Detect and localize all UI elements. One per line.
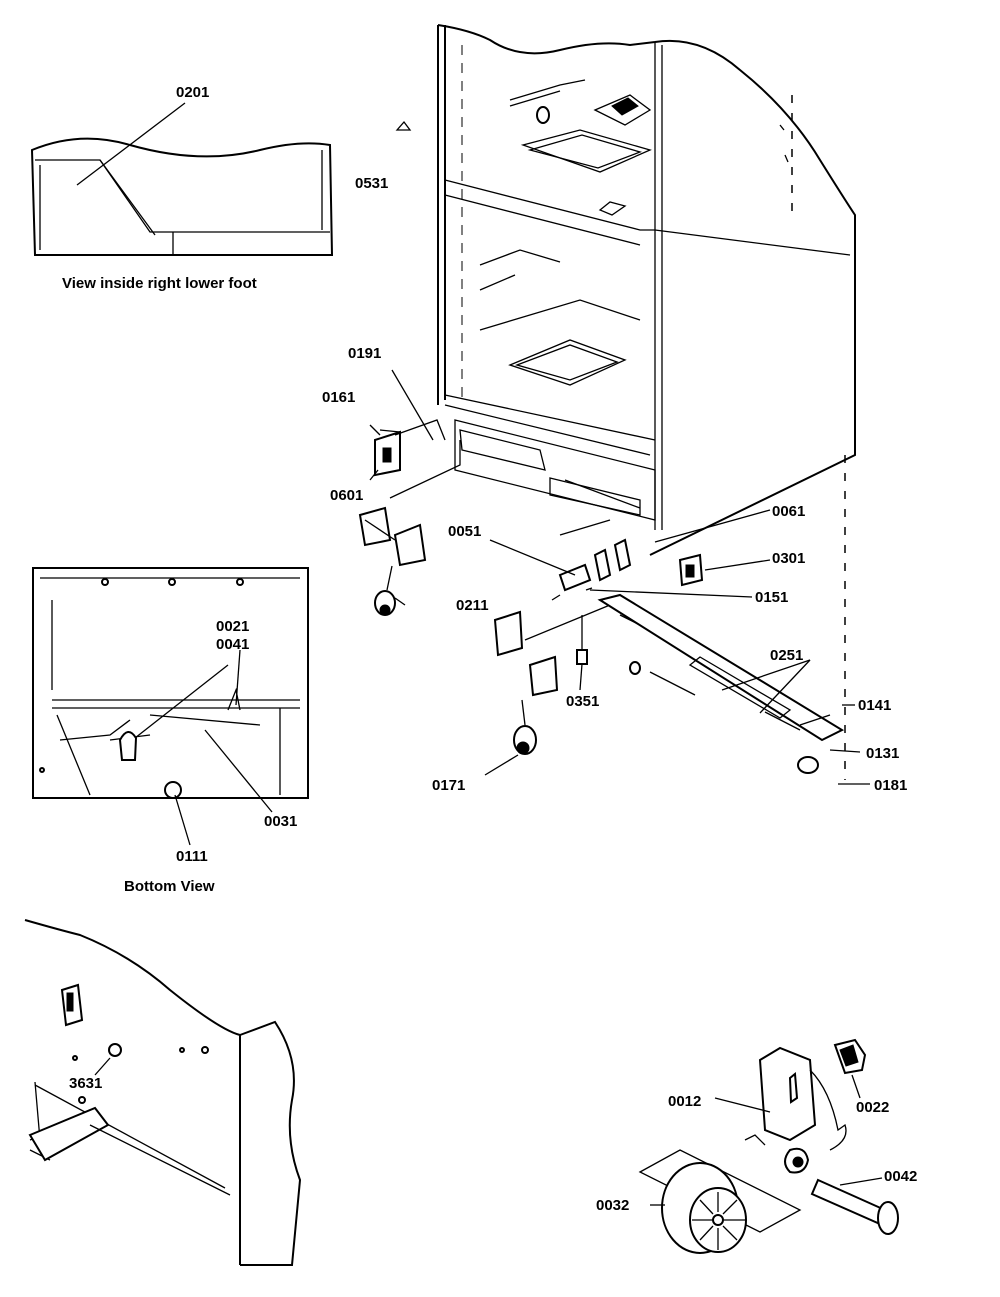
label-0012: 0012 xyxy=(668,1093,701,1110)
label-0531: 0531 xyxy=(355,175,388,192)
label-0031: 0031 xyxy=(264,813,297,830)
label-0301: 0301 xyxy=(772,550,805,567)
leader-0191 xyxy=(391,369,434,441)
inset-bottom-view xyxy=(32,567,309,846)
leader-0111 xyxy=(174,794,191,846)
label-0181: 0181 xyxy=(874,777,907,794)
leader-3631 xyxy=(94,1057,111,1076)
label-0191: 0191 xyxy=(348,345,381,362)
leader-0171 xyxy=(484,754,519,776)
leader-0031 xyxy=(204,729,273,813)
label-0131: 0131 xyxy=(866,745,899,762)
label-0021: 0021 xyxy=(216,618,249,635)
side-view xyxy=(24,919,302,1266)
label-0211: 0211 xyxy=(456,597,489,614)
label-0041: 0041 xyxy=(216,636,249,653)
leader-0042 xyxy=(839,1177,883,1186)
part-labels: 0201 0531 0191 0161 0601 0051 0061 0301 … xyxy=(69,84,917,1214)
label-3631: 3631 xyxy=(69,1075,102,1092)
label-0042: 0042 xyxy=(884,1168,917,1185)
label-0061: 0061 xyxy=(772,503,805,520)
leader-0061 xyxy=(654,509,771,543)
center-hardware xyxy=(484,509,870,785)
captions: View inside right lower foot Bottom View xyxy=(62,275,257,895)
label-0051: 0051 xyxy=(448,523,481,540)
label-0032: 0032 xyxy=(596,1197,629,1214)
caster-assembly xyxy=(638,1038,899,1254)
caption-view-inside: View inside right lower foot xyxy=(62,275,257,292)
leader-0012 xyxy=(714,1097,771,1113)
inset-foot-view xyxy=(30,102,334,256)
leader-0022 xyxy=(851,1074,861,1099)
label-0201: 0201 xyxy=(176,84,209,101)
leader-0201 xyxy=(76,102,186,186)
caption-bottom-view: Bottom View xyxy=(124,878,215,895)
label-0141: 0141 xyxy=(858,697,891,714)
label-0022: 0022 xyxy=(856,1099,889,1116)
leader-0251 xyxy=(759,659,811,714)
label-0251: 0251 xyxy=(770,647,803,664)
label-0601: 0601 xyxy=(330,487,363,504)
label-0351: 0351 xyxy=(566,693,599,710)
label-0111: 0111 xyxy=(176,848,208,865)
leader-0051 xyxy=(489,539,576,576)
cabinet xyxy=(395,24,856,780)
label-0171: 0171 xyxy=(432,777,465,794)
label-0161: 0161 xyxy=(322,389,355,406)
leader-0151 xyxy=(589,589,753,598)
label-0151: 0151 xyxy=(755,589,788,606)
left-foot-hardware xyxy=(358,369,461,616)
